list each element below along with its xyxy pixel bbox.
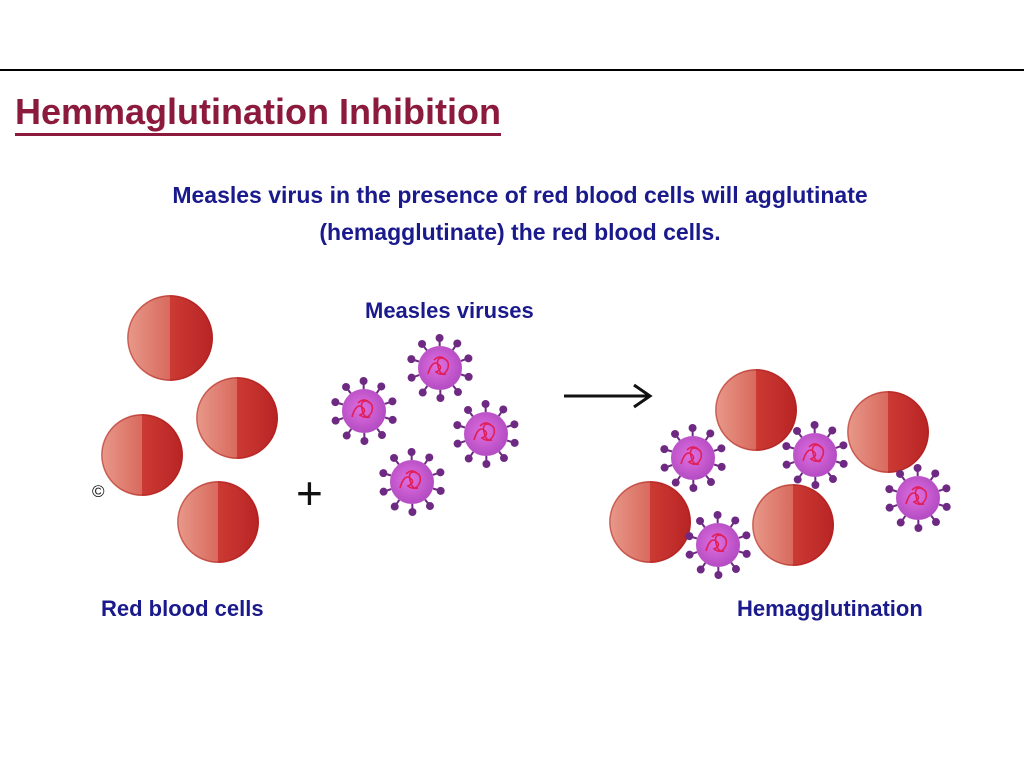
copyright-symbol: ©: [92, 482, 105, 501]
hemagglutination-label: Hemagglutination: [737, 596, 923, 621]
measles-virus: [660, 424, 726, 492]
measles-virus: [782, 421, 848, 489]
measles-virus: [379, 448, 445, 516]
measles-virus: [685, 511, 751, 579]
hemagglutination-group: [609, 369, 951, 579]
red-blood-cell: [609, 481, 691, 563]
measles-virus: [331, 377, 397, 445]
top-divider: [0, 69, 1024, 71]
measles-virus: [885, 464, 951, 532]
right-arrow-icon: [564, 383, 653, 409]
red-blood-cells-group: [101, 295, 278, 563]
measles-viruses-group: [331, 334, 519, 516]
measles-viruses-label: Measles viruses: [365, 298, 534, 323]
measles-virus: [407, 334, 473, 402]
red-blood-cell: [752, 484, 834, 566]
red-blood-cell: [196, 377, 278, 459]
red-blood-cell: [847, 391, 929, 473]
red-blood-cells-label: Red blood cells: [101, 596, 264, 621]
red-blood-cell: [127, 295, 213, 381]
red-blood-cell: [177, 481, 259, 563]
description-text: Measles virus in the presence of red blo…: [90, 177, 950, 251]
measles-virus: [453, 400, 519, 468]
page-title: Hemmaglutination Inhibition: [15, 92, 501, 136]
red-blood-cell: [715, 369, 797, 451]
red-blood-cell: [101, 414, 183, 496]
plus-sign: +: [296, 467, 323, 519]
description-line-1: Measles virus in the presence of red blo…: [172, 182, 868, 208]
description-line-2: (hemagglutinate) the red blood cells.: [319, 219, 721, 245]
